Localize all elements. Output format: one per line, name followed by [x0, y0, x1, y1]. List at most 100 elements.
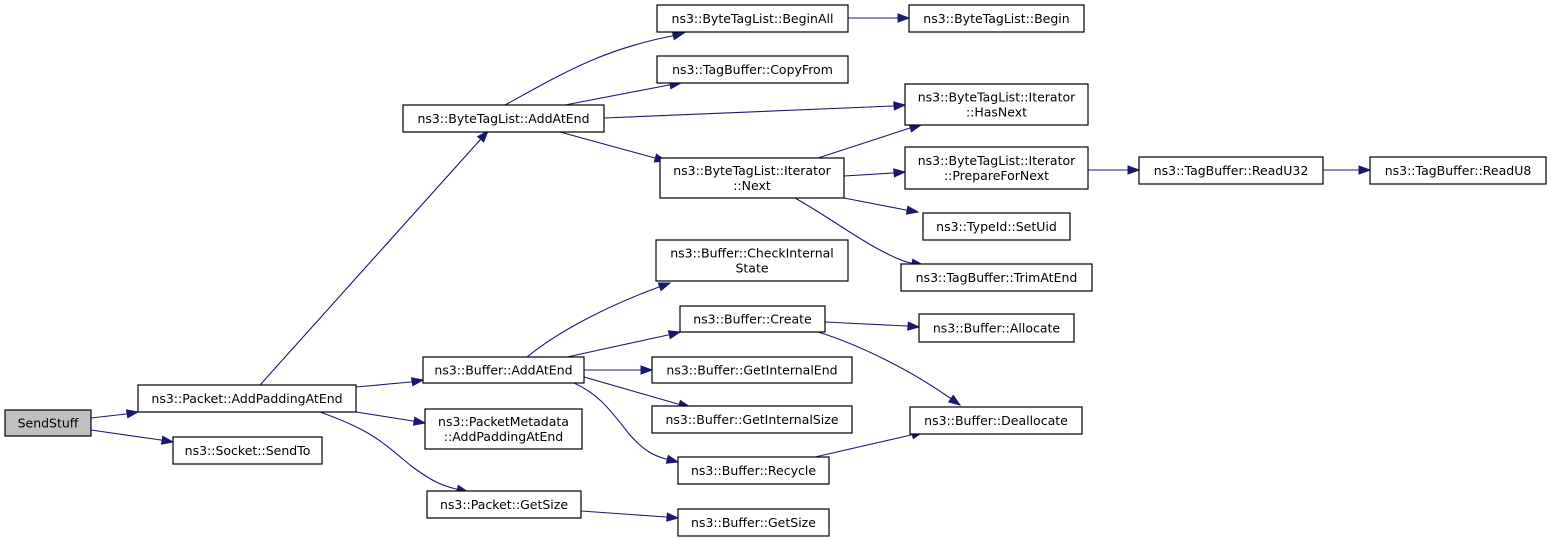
arrowhead [666, 512, 680, 522]
node-buffer-deallocate[interactable]: ns3::Buffer::Deallocate [909, 406, 1083, 435]
edge-line [603, 104, 906, 119]
node-tagbuffer-readu32[interactable]: ns3::TagBuffer::ReadU32 [1138, 156, 1324, 185]
node-box[interactable] [900, 263, 1093, 292]
edge-iterator-next-to-typeid-setuid [843, 197, 920, 215]
node-box[interactable] [922, 212, 1071, 241]
node-box[interactable] [651, 356, 853, 384]
node-packetmetadata-addpadding[interactable]: ns3::PacketMetadata::AddPaddingAtEnd [424, 408, 583, 450]
node-box[interactable] [1369, 156, 1547, 185]
edge-bytetaglist-beginall-to-bytetaglist-begin [848, 13, 911, 23]
node-bytetaglist-beginall[interactable]: ns3::ByteTagList::BeginAll [656, 4, 849, 33]
edge-line [817, 331, 961, 406]
edge-buffer-create-to-buffer-allocate [824, 321, 921, 331]
node-box[interactable] [918, 313, 1075, 343]
node-box[interactable] [1138, 156, 1324, 185]
node-label: ns3::TagBuffer::ReadU32 [1154, 163, 1309, 178]
node-label: ns3::PacketMetadata [438, 414, 569, 429]
edge-tagbuffer-readu32-to-tagbuffer-readu8 [1323, 165, 1372, 175]
node-buffer-getinternalsize[interactable]: ns3::Buffer::GetInternalSize [651, 405, 853, 434]
node-box[interactable] [908, 4, 1085, 33]
edge-buffer-addatend-to-buffer-checkinternal [526, 282, 672, 358]
node-buffer-create[interactable]: ns3::Buffer::Create [679, 305, 826, 333]
edge-line [580, 510, 679, 519]
arrowhead [1127, 165, 1141, 175]
node-label: ns3::Buffer::GetSize [691, 515, 816, 530]
edge-line [814, 431, 924, 458]
arrowhead [412, 416, 427, 426]
node-label: ns3::Buffer::GetInternalSize [665, 412, 838, 427]
edge-packet-addpadding-to-bytetaglist-addatend [259, 129, 489, 386]
node-box[interactable] [909, 406, 1083, 435]
node-box[interactable] [904, 83, 1089, 126]
node-sendstuff[interactable]: SendStuff [4, 409, 92, 437]
node-label: ns3::ByteTagList::Iterator [918, 153, 1076, 168]
edge-iterator-next-to-iterator-prepare [843, 168, 907, 178]
node-tagbuffer-trimatend[interactable]: ns3::TagBuffer::TrimAtEnd [900, 263, 1093, 292]
node-label: ns3::Buffer::Create [693, 312, 812, 327]
node-iterator-prepare[interactable]: ns3::ByteTagList::Iterator::PrepareForNe… [904, 146, 1089, 190]
arrowhead [125, 409, 140, 419]
node-box[interactable] [677, 456, 830, 485]
node-box[interactable] [424, 408, 583, 450]
arrowhead [657, 282, 672, 292]
arrowhead [160, 435, 175, 445]
node-tagbuffer-readu8[interactable]: ns3::TagBuffer::ReadU8 [1369, 156, 1547, 185]
edge-packet-addpadding-to-buffer-addatend [355, 377, 425, 388]
edge-sendstuff-to-socket-sendto [90, 429, 175, 445]
node-label: ns3::Buffer::GetInternalEnd [666, 363, 837, 378]
node-box[interactable] [655, 239, 849, 282]
node-box[interactable] [426, 490, 582, 519]
node-box[interactable] [679, 305, 826, 333]
node-iterator-next[interactable]: ns3::ByteTagList::Iterator::Next [659, 157, 845, 199]
node-buffer-getinternalend[interactable]: ns3::Buffer::GetInternalEnd [651, 356, 853, 384]
node-label: ns3::Buffer::Deallocate [924, 413, 1068, 428]
arrowhead [667, 330, 682, 340]
node-box[interactable] [904, 146, 1089, 190]
node-box[interactable] [402, 104, 605, 133]
node-label: ns3::Buffer::CheckInternal [670, 246, 834, 261]
edge-iterator-prepare-to-tagbuffer-readu32 [1088, 165, 1141, 175]
node-packet-addpadding[interactable]: ns3::Packet::AddPaddingAtEnd [137, 384, 357, 413]
node-iterator-hasnext[interactable]: ns3::ByteTagList::Iterator::HasNext [904, 83, 1089, 126]
node-box[interactable] [656, 55, 849, 84]
edge-buffer-recycle-to-buffer-deallocate [814, 430, 925, 458]
node-box[interactable] [137, 384, 357, 413]
node-box[interactable] [651, 405, 853, 434]
node-bytetaglist-begin[interactable]: ns3::ByteTagList::Begin [908, 4, 1085, 33]
node-box[interactable] [659, 157, 845, 199]
node-tagbuffer-copyfrom[interactable]: ns3::TagBuffer::CopyFrom [656, 55, 849, 84]
node-box[interactable] [172, 436, 323, 465]
node-label: SendStuff [18, 416, 79, 431]
edge-line [824, 321, 920, 328]
edge-buffer-addatend-to-buffer-getinternalend [584, 365, 654, 375]
node-packet-getsize[interactable]: ns3::Packet::GetSize [426, 490, 582, 519]
node-box[interactable] [656, 4, 849, 33]
node-label: ns3::Packet::GetSize [440, 497, 568, 512]
node-buffer-recycle[interactable]: ns3::Buffer::Recycle [677, 456, 830, 485]
node-buffer-allocate[interactable]: ns3::Buffer::Allocate [918, 313, 1075, 343]
node-box[interactable] [4, 409, 92, 437]
node-box[interactable] [677, 508, 830, 537]
node-socket-sendto[interactable]: ns3::Socket::SendTo [172, 436, 323, 465]
edge-line [573, 382, 679, 463]
node-label: ns3::Buffer::Recycle [691, 463, 816, 478]
node-label: ns3::TagBuffer::CopyFrom [672, 62, 833, 77]
edge-buffer-addatend-to-buffer-create [566, 330, 682, 358]
edge-bytetaglist-addatend-to-iterator-hasnext [603, 101, 907, 119]
node-box[interactable] [422, 356, 585, 384]
edge-sendstuff-to-packet-addpadding [90, 409, 140, 419]
node-bytetaglist-addatend[interactable]: ns3::ByteTagList::AddAtEnd [402, 104, 605, 133]
node-buffer-addatend[interactable]: ns3::Buffer::AddAtEnd [422, 356, 585, 384]
node-label: ns3::Buffer::AddAtEnd [434, 363, 572, 378]
node-buffer-getsize[interactable]: ns3::Buffer::GetSize [677, 508, 830, 537]
nodes-layer: SendStuffns3::Packet::AddPaddingAtEndns3… [4, 4, 1547, 537]
node-label: ns3::TypeId::SetUid [936, 219, 1057, 234]
arrowhead [893, 101, 907, 111]
edge-buffer-create-to-buffer-deallocate [817, 331, 962, 406]
node-label: ::Next [733, 178, 771, 193]
node-typeid-setuid[interactable]: ns3::TypeId::SetUid [922, 212, 1071, 241]
edge-line [526, 282, 671, 358]
edge-line [794, 197, 924, 266]
